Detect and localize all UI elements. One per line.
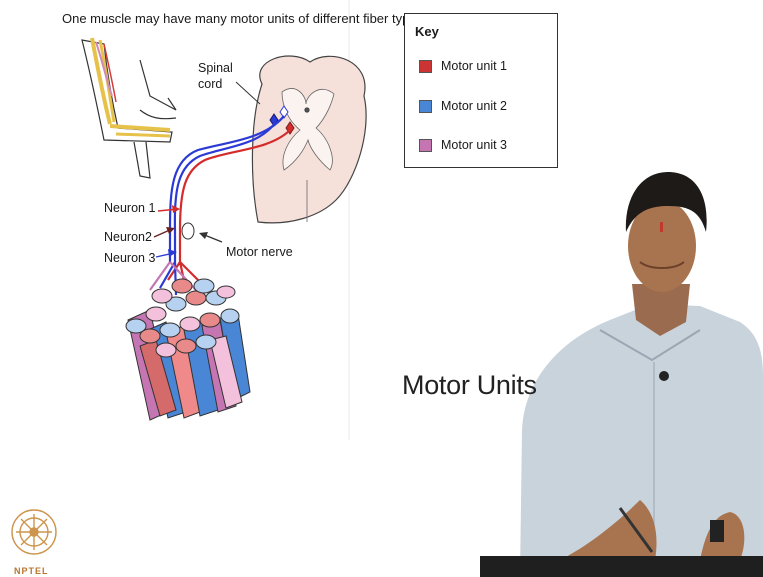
legend-label-motor-unit-3: Motor unit 3 bbox=[441, 138, 507, 152]
neuron-1-label: Neuron 1 bbox=[104, 201, 155, 215]
slide-title: Motor Units bbox=[402, 370, 537, 401]
legend-title: Key bbox=[415, 24, 439, 39]
legend-label-motor-unit-1: Motor unit 1 bbox=[441, 59, 507, 73]
legend-swatch-motor-unit-2 bbox=[419, 100, 432, 113]
motor-nerve-label: Motor nerve bbox=[226, 245, 293, 259]
legend-swatch-motor-unit-3 bbox=[419, 139, 432, 152]
spinal-cord-label-line1: Spinal bbox=[198, 60, 233, 76]
neuron-2-label: Neuron2 bbox=[104, 230, 152, 244]
arm-sketch bbox=[82, 38, 176, 178]
nptel-logo bbox=[12, 510, 56, 554]
spinal-cord-label: Spinal cord bbox=[198, 60, 233, 92]
muscle-fiber-bundle bbox=[126, 279, 250, 420]
neuron-3-label: Neuron 3 bbox=[104, 251, 155, 265]
spinal-cord-label-line2: cord bbox=[198, 76, 233, 92]
legend-label-motor-unit-2: Motor unit 2 bbox=[441, 99, 507, 113]
legend-key: Key Motor unit 1 Motor unit 2 Motor unit… bbox=[404, 13, 558, 168]
legend-swatch-motor-unit-1 bbox=[419, 60, 432, 73]
nptel-logo-text: NPTEL bbox=[14, 566, 49, 576]
